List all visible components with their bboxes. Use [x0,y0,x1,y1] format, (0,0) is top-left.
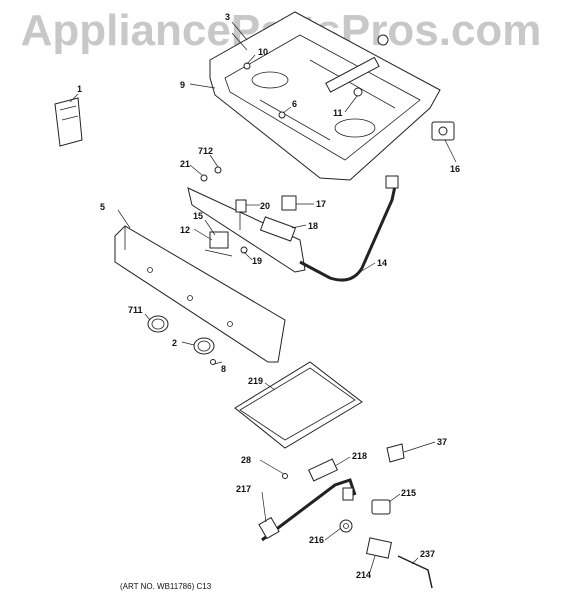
callout-14: 14 [377,258,387,268]
callout-labels: 3 10 9 6 11 1 16 712 21 17 18 20 5 15 12… [77,12,460,580]
cooktop-frame [209,11,441,181]
callout-28: 28 [241,455,251,465]
callout-215: 215 [401,488,416,498]
callout-711: 711 [128,305,143,315]
control-knobs [147,315,215,355]
bracket-37 [386,443,405,463]
callout-1: 1 [77,84,82,94]
callout-712: 712 [198,146,213,156]
callout-217: 217 [236,484,251,494]
manifold-bracket [187,187,306,273]
callout-214: 214 [356,570,371,580]
callout-8: 8 [221,364,226,374]
valve-and-fittings [339,499,433,589]
callout-15: 15 [193,211,203,221]
callout-237: 237 [420,549,435,559]
callout-2: 2 [172,338,177,348]
callout-11: 11 [333,108,343,118]
callout-18: 18 [308,221,318,231]
igniter-switch [431,121,455,141]
control-panel [114,225,286,363]
callout-12: 12 [180,225,190,235]
callout-216: 216 [309,535,324,545]
callout-6: 6 [292,99,297,109]
callout-219: 219 [248,376,263,386]
callout-20: 20 [260,201,270,211]
callout-19: 19 [252,256,262,266]
callout-5: 5 [100,202,105,212]
callout-3: 3 [225,12,230,22]
callout-218: 218 [352,451,367,461]
heat-shield [234,361,363,449]
callout-21: 21 [180,159,190,169]
callout-16: 16 [450,164,460,174]
callout-17: 17 [316,199,326,209]
callout-37: 37 [437,437,447,447]
callout-10: 10 [258,47,268,57]
burner-assembly [258,458,357,542]
gas-tube [299,175,399,282]
art-number-caption: (ART NO. WB11786) C13 [120,582,212,591]
leader-lines [69,21,457,573]
fasteners [200,62,363,479]
instruction-booklet [54,97,83,147]
callout-9: 9 [180,80,185,90]
